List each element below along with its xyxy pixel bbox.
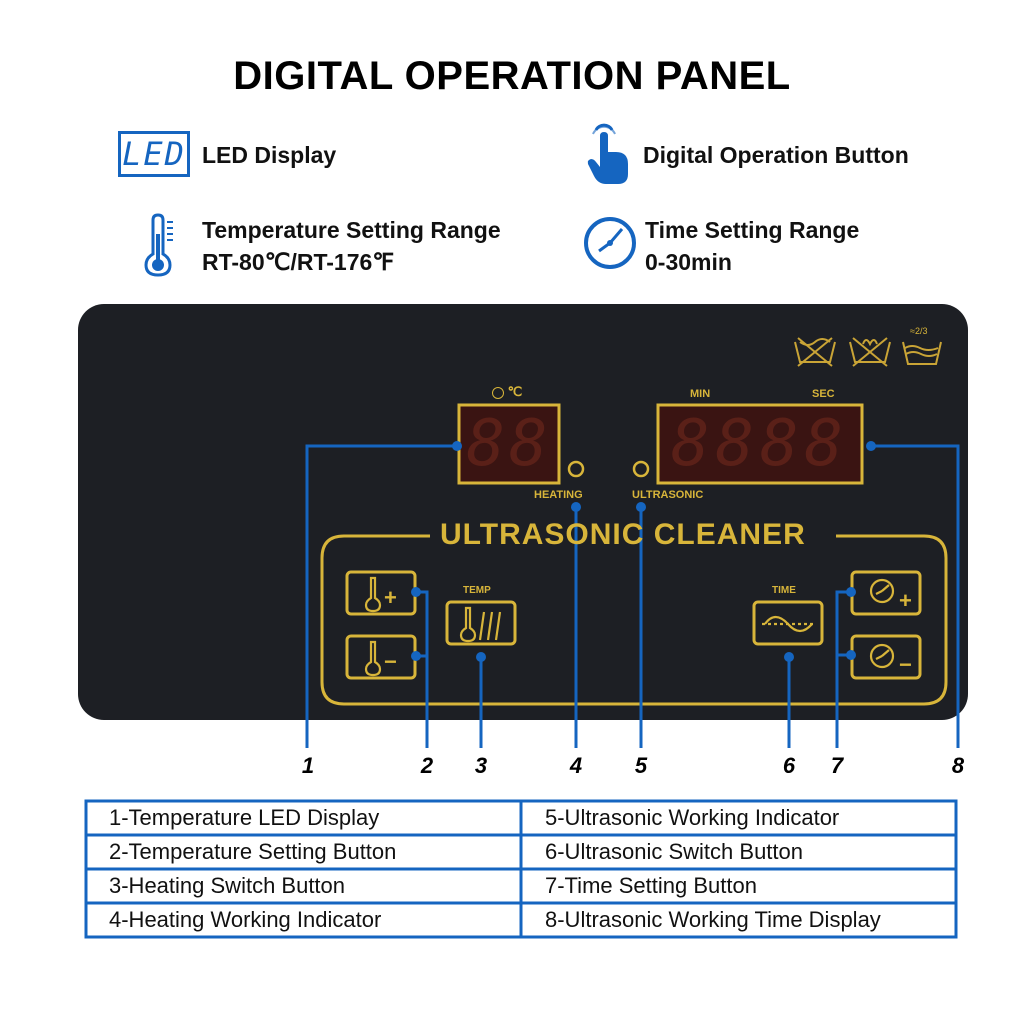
temp-range-title: Temperature Setting Range bbox=[202, 217, 501, 243]
led-icon: LED bbox=[118, 131, 190, 177]
legend-item: 8-Ultrasonic Working Time Display bbox=[545, 907, 881, 932]
legend-item: 5-Ultrasonic Working Indicator bbox=[545, 805, 840, 830]
page-title: DIGITAL OPERATION PANEL bbox=[233, 54, 791, 98]
temp-unit-label: ℃ bbox=[492, 384, 522, 400]
led-display-label: LED Display bbox=[202, 142, 337, 168]
power-icon bbox=[492, 386, 504, 399]
callout-number: 3 bbox=[474, 753, 488, 778]
time-led-digits: 8888 bbox=[670, 407, 850, 481]
thermometer-icon bbox=[364, 576, 382, 613]
legend-item: 6-Ultrasonic Switch Button bbox=[545, 839, 803, 864]
heating-switch-button bbox=[445, 600, 517, 646]
time-range-title: Time Setting Range bbox=[645, 217, 860, 243]
clock-icon bbox=[869, 578, 895, 604]
callout-dots bbox=[411, 441, 876, 662]
legend-item: 7-Time Setting Button bbox=[545, 873, 757, 898]
callout-number: 6 bbox=[782, 753, 796, 778]
operation-button-label: Digital Operation Button bbox=[643, 142, 909, 168]
wash-symbols bbox=[794, 337, 942, 367]
celsius-unit: ℃ bbox=[507, 384, 523, 399]
panel-background bbox=[78, 304, 968, 720]
legend-item: 3-Heating Switch Button bbox=[109, 873, 346, 898]
temp-plus-sign: + bbox=[384, 585, 397, 610]
thermometer-icon bbox=[140, 212, 180, 278]
level-label: ≈2/3 bbox=[910, 326, 928, 336]
led-icon-text: LED bbox=[122, 135, 186, 173]
thermometer-icon bbox=[459, 606, 477, 643]
sec-label: SEC bbox=[812, 388, 835, 400]
legend-item: 4-Heating Working Indicator bbox=[109, 907, 382, 932]
ultrasonic-label: ULTRASONIC bbox=[632, 489, 704, 501]
legend-item: 1-Temperature LED Display bbox=[109, 805, 380, 830]
heating-label: HEATING bbox=[534, 489, 583, 501]
min-label: MIN bbox=[690, 388, 711, 400]
controls-frame bbox=[320, 534, 948, 706]
brand-title: ULTRASONIC CLEANER bbox=[440, 518, 806, 551]
callout-lines bbox=[305, 444, 960, 748]
heating-indicator bbox=[567, 460, 585, 478]
temp-button-label: TEMP bbox=[463, 585, 491, 596]
heat-waves-icon bbox=[478, 611, 502, 641]
pointing-hand-icon bbox=[582, 122, 632, 186]
clock-icon bbox=[869, 643, 895, 669]
time-range-value: 0-30min bbox=[645, 249, 732, 275]
callout-number: 2 bbox=[420, 753, 434, 778]
callout-number: 1 bbox=[301, 753, 315, 778]
time-plus-sign: + bbox=[899, 588, 912, 613]
callout-number: 8 bbox=[951, 753, 965, 778]
ultrasonic-switch-button bbox=[752, 600, 824, 646]
temp-range-value: RT-80℃/RT-176℉ bbox=[202, 249, 395, 275]
temp-led-digits: 88 bbox=[466, 407, 552, 481]
temp-minus-sign: − bbox=[384, 649, 397, 674]
callout-number: 4 bbox=[569, 753, 583, 778]
legend-item: 2-Temperature Setting Button bbox=[109, 839, 397, 864]
time-led-display bbox=[656, 403, 864, 485]
time-button-label: TIME bbox=[772, 585, 796, 596]
thermometer-icon bbox=[364, 640, 382, 677]
time-minus-sign: − bbox=[899, 652, 912, 677]
clock-icon bbox=[582, 215, 638, 271]
callout-number: 5 bbox=[634, 753, 648, 778]
ultrasonic-indicator bbox=[632, 460, 650, 478]
callout-number: 7 bbox=[830, 753, 844, 778]
